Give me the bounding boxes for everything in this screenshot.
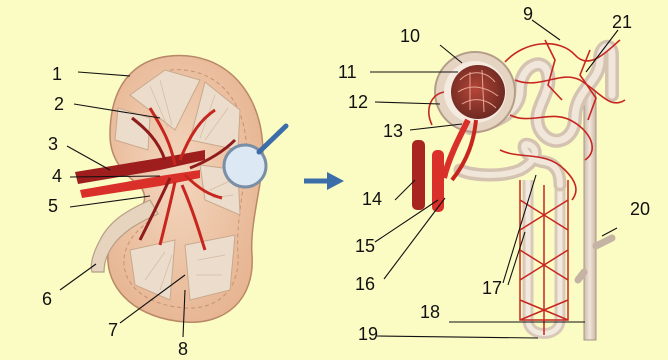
collecting-duct [584,82,597,340]
label-10: 10 [400,26,420,46]
magnifier-handle [259,126,286,152]
label-15: 15 [355,236,375,256]
label-5: 5 [48,196,58,216]
collecting-duct-stub [578,272,584,280]
nephron [412,40,625,340]
label-8: 8 [178,339,188,359]
label-18: 18 [420,302,440,322]
label-4: 4 [52,166,62,186]
label-9: 9 [523,4,533,24]
label-3: 3 [48,134,58,154]
label-1: 1 [52,64,62,84]
arrow-icon [304,172,344,190]
label-21: 21 [612,12,632,32]
label-7: 7 [108,320,118,340]
label-13: 13 [383,121,403,141]
label-2: 2 [54,94,64,114]
label-12: 12 [348,92,368,112]
kidney-section [75,55,286,322]
label-20: 20 [630,199,650,219]
label-6: 6 [42,289,52,309]
label-14: 14 [362,189,382,209]
label-11: 11 [338,62,357,82]
collecting-duct-branch [596,238,612,246]
interlobular-vein [412,140,425,210]
label-17: 17 [482,278,502,298]
label-16: 16 [355,274,375,294]
label-19: 19 [358,324,378,344]
